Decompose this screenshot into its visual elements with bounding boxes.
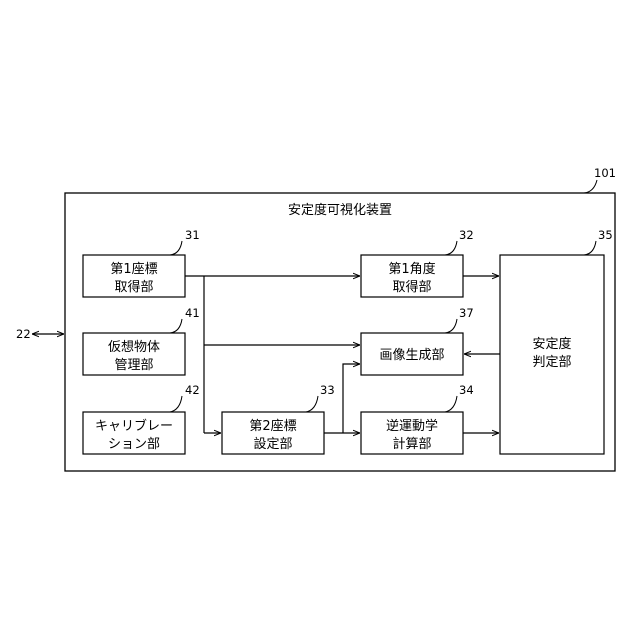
block-coord1-ref: 31 — [185, 228, 200, 242]
block-angle1-line2: 取得部 — [392, 279, 431, 295]
block-coord1: 第1座標 取得部 31 — [83, 228, 200, 297]
block-ik-line2: 計算部 — [392, 436, 431, 452]
block-ik-line1: 逆運動学 — [386, 418, 438, 434]
block-calib: キャリブレー ション部 42 — [83, 383, 200, 454]
block-coord2-ref: 33 — [320, 383, 335, 397]
block-virtual-ref: 41 — [185, 306, 200, 320]
block-virtual-line2: 管理部 — [114, 358, 153, 373]
block-image: 画像生成部 37 — [361, 306, 474, 375]
block-stability-line1: 安定度 — [532, 336, 571, 352]
block-ik: 逆運動学 計算部 34 — [361, 383, 474, 454]
device-ref: 101 — [594, 166, 616, 180]
block-coord2-line1: 第2座標 — [249, 419, 296, 434]
block-ik-ref: 34 — [459, 383, 474, 397]
block-stability-line2: 判定部 — [532, 355, 571, 370]
external-ref: 22 — [16, 327, 31, 341]
block-virtual-line1: 仮想物体 — [108, 339, 160, 355]
block-coord1-line1: 第1座標 — [110, 262, 157, 277]
block-calib-line1: キャリブレー — [95, 418, 173, 434]
block-image-line1: 画像生成部 — [379, 348, 444, 363]
block-angle1: 第1角度 取得部 32 — [361, 228, 474, 297]
block-calib-line2: ション部 — [108, 437, 160, 452]
block-stability-ref: 35 — [598, 228, 613, 242]
block-coord2: 第2座標 設定部 33 — [222, 383, 335, 454]
block-angle1-line1: 第1角度 — [388, 261, 435, 277]
arrow-coord2-to-image — [343, 364, 360, 433]
device-ref-leader — [584, 180, 597, 193]
block-calib-ref: 42 — [185, 383, 200, 397]
block-virtual: 仮想物体 管理部 41 — [83, 306, 200, 375]
device-title: 安定度可視化装置 — [288, 202, 392, 218]
block-coord1-line2: 取得部 — [114, 279, 153, 295]
block-stability: 安定度 判定部 35 — [500, 228, 613, 454]
block-coord2-line2: 設定部 — [253, 436, 292, 452]
block-image-ref: 37 — [459, 306, 474, 320]
block-angle1-ref: 32 — [459, 228, 474, 242]
